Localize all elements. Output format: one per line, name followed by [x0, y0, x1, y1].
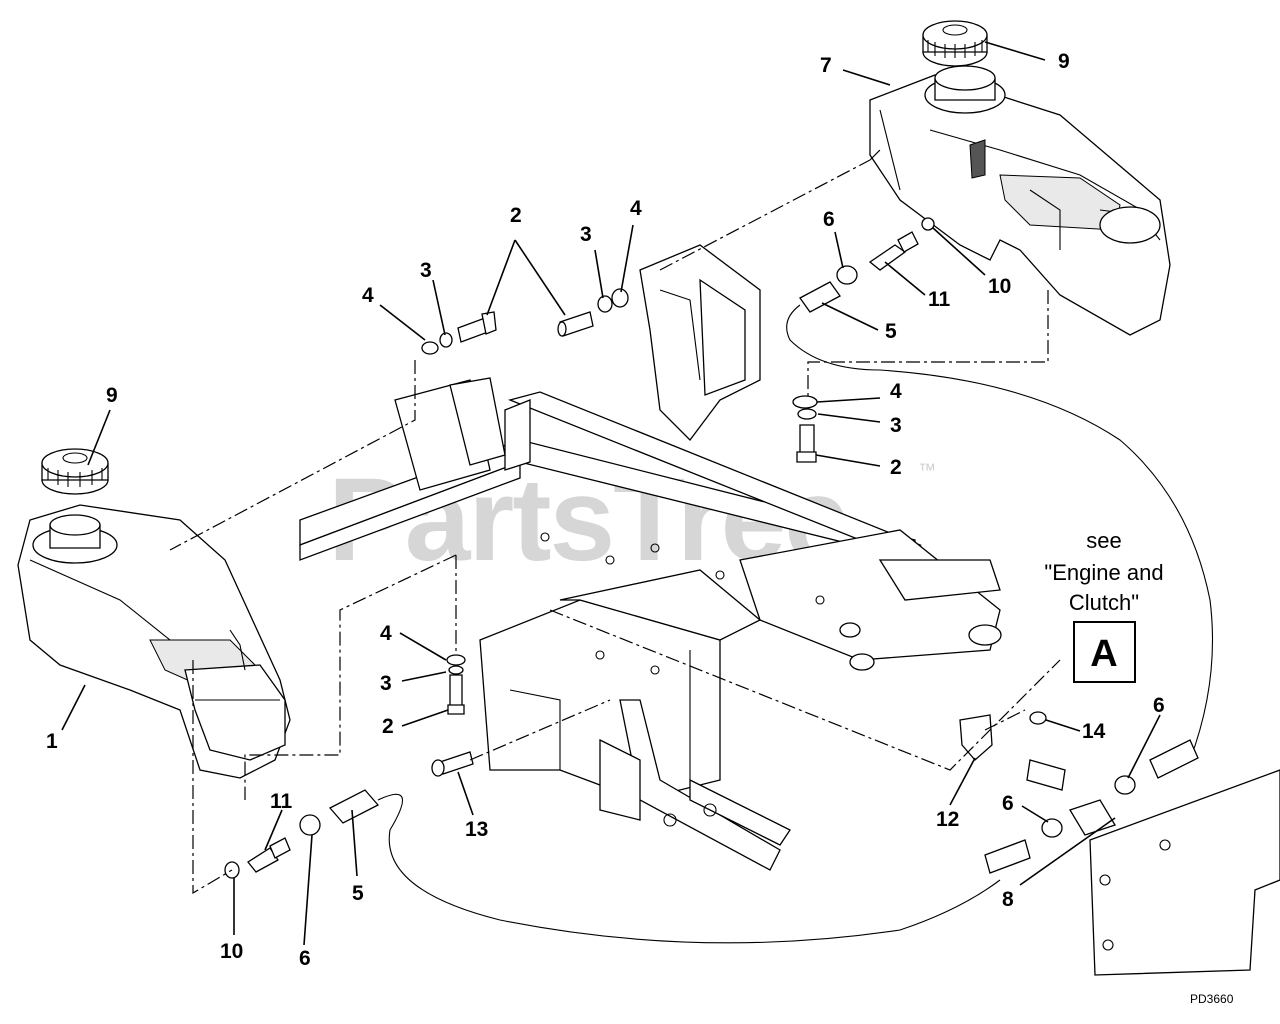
callout-7: 7 — [820, 54, 832, 77]
drawing-code: PD3660 — [1190, 992, 1234, 1006]
callout-3-c: 3 — [890, 414, 902, 437]
hardware-top-left — [421, 311, 497, 355]
callout-5-left: 5 — [352, 882, 364, 905]
reference-note-line1: see — [1086, 528, 1121, 553]
fuel-line-upper — [786, 217, 1214, 761]
callout-4-a: 4 — [362, 284, 374, 307]
callout-9-left: 9 — [106, 384, 118, 407]
hardware-right — [792, 395, 818, 463]
callout-14: 14 — [1082, 720, 1106, 743]
hardware-center — [446, 654, 466, 715]
callout-4-d: 4 — [380, 622, 392, 645]
reference-note: see "Engine and Clutch" A — [1044, 528, 1164, 683]
callout-3-b: 3 — [580, 223, 592, 246]
hardware-top-middle — [557, 288, 629, 337]
leader-lines — [61, 41, 1161, 946]
callout-10-left: 10 — [220, 940, 243, 963]
bolt-13 — [431, 751, 474, 777]
callout-5-top: 5 — [885, 320, 897, 343]
assembly-lines — [169, 149, 1061, 895]
reference-box — [1073, 621, 1136, 683]
callout-9-top: 9 — [1058, 50, 1070, 73]
callout-11-top: 11 — [928, 288, 951, 311]
callout-11-left: 11 — [270, 790, 293, 813]
callout-8: 8 — [1002, 888, 1014, 911]
reference-note-line2: "Engine and — [1044, 560, 1163, 585]
callout-6-right: 6 — [1153, 694, 1165, 717]
callout-6-lower: 6 — [1002, 792, 1014, 815]
fuel-line-lower-right — [959, 711, 1199, 874]
callout-12: 12 — [936, 808, 959, 831]
fuel-tank-right — [869, 65, 1171, 336]
callout-numbers: 9 7 2 4 3 3 4 6 11 10 5 4 3 2 9 1 4 3 2 … — [46, 50, 1165, 970]
callout-3-d: 3 — [380, 672, 392, 695]
fuel-cap-left — [41, 448, 109, 495]
callout-10-top: 10 — [988, 275, 1011, 298]
callout-6-top: 6 — [823, 208, 835, 231]
watermark-trademark: ™ — [918, 460, 936, 480]
side-panel — [1089, 769, 1280, 976]
fuel-cap-top — [922, 20, 988, 67]
frame-assembly — [299, 244, 1002, 871]
callout-2-d: 2 — [382, 715, 394, 738]
reference-note-line3: Clutch" — [1069, 590, 1139, 615]
callout-2-c: 2 — [890, 456, 902, 479]
fuel-line-lower-left — [224, 789, 1001, 944]
callout-13: 13 — [465, 818, 488, 841]
callout-2-top: 2 — [510, 204, 522, 227]
callout-4-b: 4 — [630, 197, 642, 220]
reference-box-label: A — [1090, 633, 1117, 675]
callout-6-left: 6 — [299, 947, 311, 970]
callout-4-c: 4 — [890, 380, 902, 403]
callout-3-a: 3 — [420, 259, 432, 282]
fuel-tank-left — [17, 504, 291, 779]
callout-1: 1 — [46, 730, 58, 753]
